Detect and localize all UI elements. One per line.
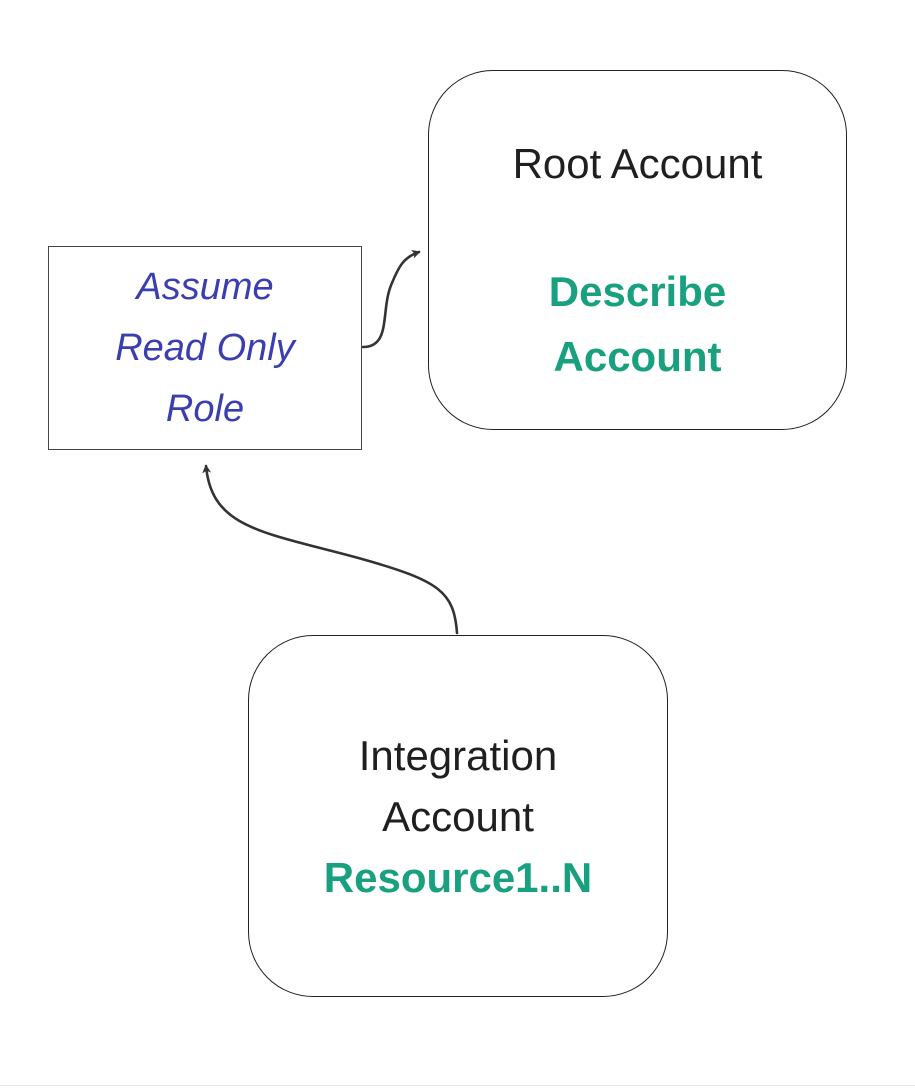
- assume-role-line2: Read Only: [115, 326, 295, 369]
- root-account-action-line1: Describe: [548, 268, 727, 315]
- arrow-assume-to-root: [361, 249, 421, 349]
- integration-account-title-line1: Integration: [358, 731, 558, 779]
- node-integration-account: Integration Account Resource1..N: [248, 635, 668, 997]
- integration-account-title-line2: Account: [382, 792, 534, 840]
- arrow-integration-to-assume: [202, 464, 459, 635]
- root-account-title: Root Account: [512, 140, 763, 187]
- assume-role-line3: Role: [165, 387, 245, 430]
- root-account-action-line2: Account: [553, 333, 722, 380]
- viewport-bottom-edge: [0, 1085, 915, 1086]
- integration-account-resources: Resource1..N: [323, 853, 593, 901]
- node-assume-read-only-role: Assume Read Only Role: [48, 246, 362, 450]
- root-account-action: Describe Account: [549, 259, 726, 389]
- node-root-account: Root Account Describe Account: [428, 70, 847, 430]
- assume-role-line1: Assume: [136, 265, 274, 308]
